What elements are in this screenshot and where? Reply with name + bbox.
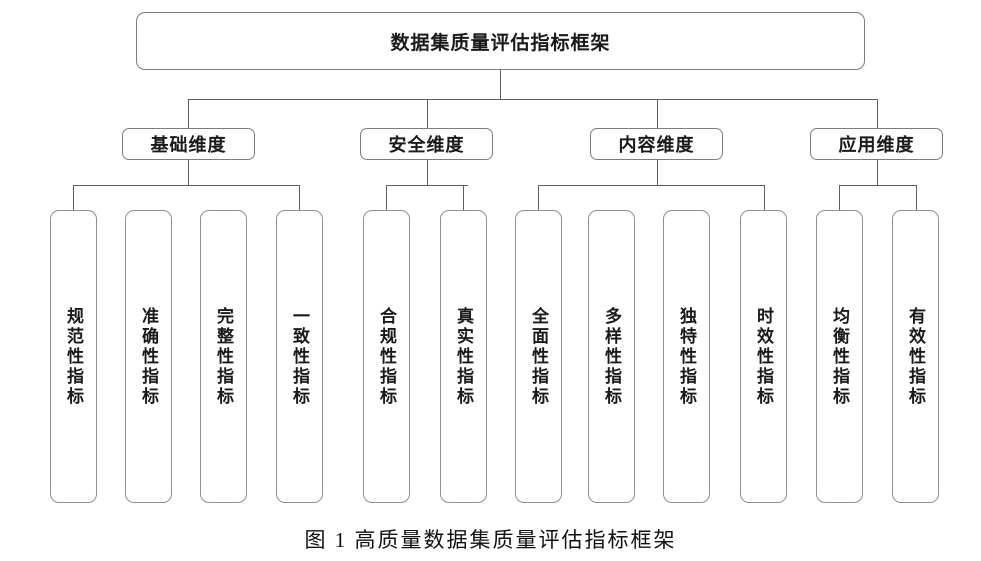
dimension-node-4-label: 应用维度 — [838, 135, 915, 155]
connector-stem-group-3 — [657, 160, 658, 185]
indicator-node-7[interactable]: 全面性指标 — [515, 210, 562, 503]
indicator-node-6-label: 真实性指标 — [454, 306, 473, 407]
indicator-node-11-label: 均衡性指标 — [830, 306, 849, 407]
indicator-node-5[interactable]: 合规性指标 — [363, 210, 410, 503]
connector-level1-bus — [188, 99, 877, 100]
connector-bus-group-2 — [386, 185, 468, 186]
root-node-label: 数据集质量评估指标框架 — [390, 32, 611, 54]
connector-bus-group-3 — [538, 185, 764, 186]
dimension-node-1[interactable]: 基础维度 — [122, 128, 255, 160]
connector-drop-dimension-3 — [657, 99, 658, 128]
indicator-node-1-label: 规范性指标 — [64, 306, 83, 407]
indicator-node-4-label: 一致性指标 — [290, 306, 309, 407]
indicator-node-4[interactable]: 一致性指标 — [276, 210, 323, 503]
connector-drop-indicator-6 — [463, 185, 464, 210]
indicator-node-9[interactable]: 独特性指标 — [663, 210, 710, 503]
connector-drop-indicator-12 — [916, 185, 917, 210]
indicator-node-2[interactable]: 准确性指标 — [125, 210, 172, 503]
indicator-node-12[interactable]: 有效性指标 — [892, 210, 939, 503]
dimension-node-1-label: 基础维度 — [150, 135, 227, 155]
indicator-node-9-label: 独特性指标 — [677, 306, 696, 407]
indicator-node-2-label: 准确性指标 — [139, 306, 158, 407]
dimension-node-3[interactable]: 内容维度 — [590, 128, 723, 160]
connector-drop-indicator-10 — [764, 185, 765, 210]
indicator-node-6[interactable]: 真实性指标 — [440, 210, 487, 503]
connector-drop-dimension-4 — [877, 99, 878, 128]
connector-drop-indicator-5 — [386, 185, 387, 210]
indicator-node-5-label: 合规性指标 — [377, 306, 396, 407]
connector-bus-group-1 — [73, 185, 299, 186]
indicator-node-3-label: 完整性指标 — [214, 306, 233, 407]
dimension-node-2-label: 安全维度 — [388, 135, 465, 155]
indicator-node-11[interactable]: 均衡性指标 — [816, 210, 863, 503]
connector-bus-group-4 — [839, 185, 916, 186]
connector-drop-indicator-7 — [538, 185, 539, 210]
dimension-node-3-label: 内容维度 — [618, 135, 695, 155]
figure-caption: 图 1 高质量数据集质量评估指标框架 — [304, 528, 677, 552]
connector-stem-group-4 — [877, 160, 878, 185]
indicator-node-10-label: 时效性指标 — [754, 306, 773, 407]
connector-root-stem — [500, 70, 501, 99]
root-node[interactable]: 数据集质量评估指标框架 — [136, 12, 865, 70]
indicator-node-10[interactable]: 时效性指标 — [740, 210, 787, 503]
dimension-node-2[interactable]: 安全维度 — [360, 128, 493, 160]
indicator-node-7-label: 全面性指标 — [529, 306, 548, 407]
indicator-node-12-label: 有效性指标 — [906, 306, 925, 407]
connector-drop-dimension-2 — [427, 99, 428, 128]
indicator-node-3[interactable]: 完整性指标 — [200, 210, 247, 503]
connector-stem-group-1 — [188, 160, 189, 185]
indicator-node-1[interactable]: 规范性指标 — [50, 210, 97, 503]
connector-drop-indicator-4 — [299, 185, 300, 210]
connector-drop-indicator-11 — [839, 185, 840, 210]
connector-drop-dimension-1 — [188, 99, 189, 128]
dimension-node-4[interactable]: 应用维度 — [810, 128, 943, 160]
connector-drop-indicator-1 — [73, 185, 74, 210]
indicator-node-8-label: 多样性指标 — [602, 306, 621, 407]
connector-stem-group-2 — [427, 160, 428, 185]
indicator-node-8[interactable]: 多样性指标 — [588, 210, 635, 503]
